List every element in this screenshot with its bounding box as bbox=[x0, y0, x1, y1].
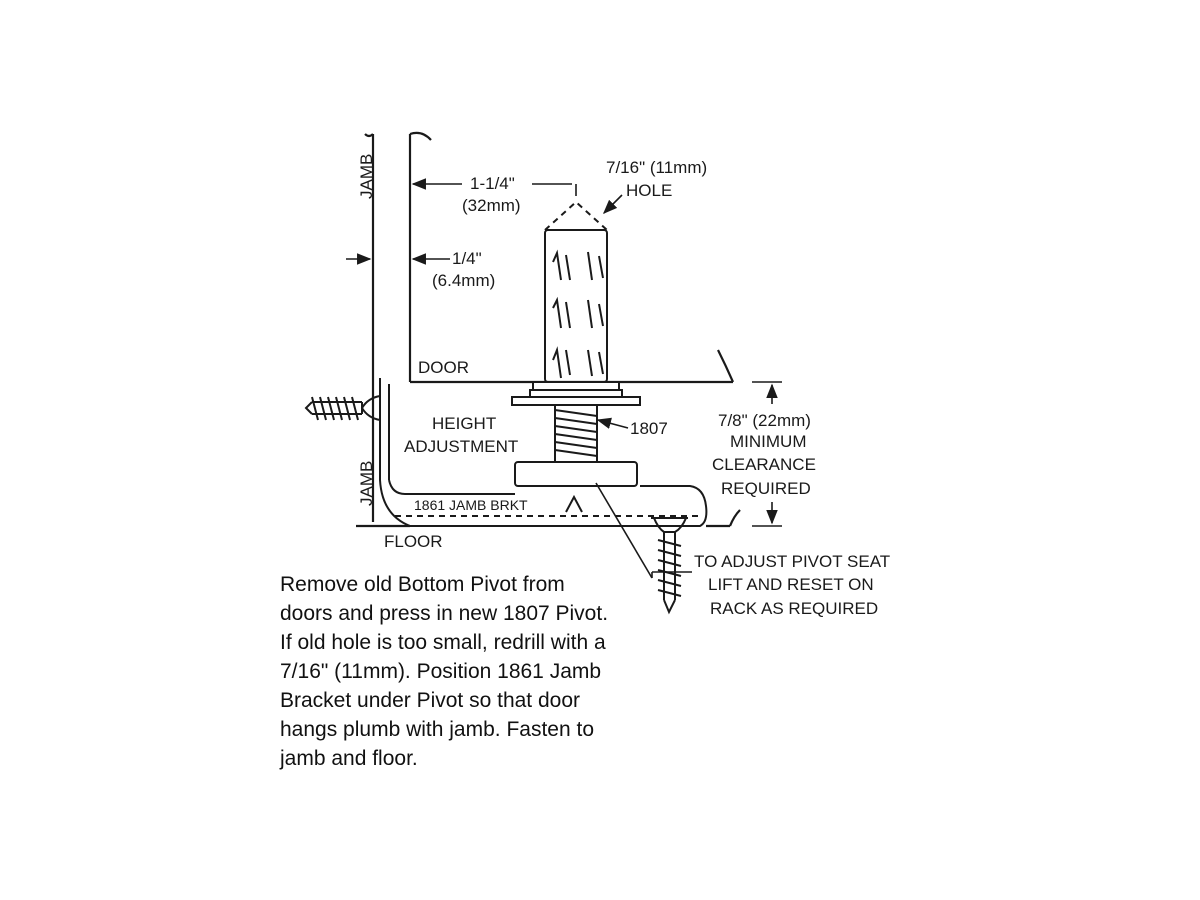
dimension-clearance bbox=[752, 381, 782, 527]
jamb-screw bbox=[304, 395, 381, 421]
clearance-size-label: 7/8" (22mm) bbox=[718, 411, 811, 430]
rack-marker bbox=[565, 494, 583, 513]
door-label: DOOR bbox=[418, 358, 469, 377]
dimension-1-1-4-metric: (32mm) bbox=[462, 196, 521, 215]
dimension-1-1-4-label: 1-1/4" bbox=[470, 174, 515, 193]
dimension-1-4-label: 1/4" bbox=[452, 249, 482, 268]
clearance-minimum-label: MINIMUM bbox=[730, 432, 806, 451]
floor-screw bbox=[651, 517, 688, 615]
hole-size-label: 7/16" (11mm) bbox=[606, 158, 707, 177]
pivot-seat bbox=[514, 461, 638, 487]
bracket-label: 1861 JAMB BRKT bbox=[414, 497, 528, 513]
dimension-1-1-4 bbox=[411, 178, 577, 196]
threaded-stem bbox=[554, 405, 598, 462]
floor-label: FLOOR bbox=[384, 532, 443, 551]
hole-leader bbox=[602, 194, 623, 215]
height-label: HEIGHT bbox=[432, 414, 496, 433]
adjust-label-1: TO ADJUST PIVOT SEAT bbox=[694, 552, 890, 571]
adjustment-label: ADJUSTMENT bbox=[404, 437, 518, 456]
adjust-label-2: LIFT AND RESET ON bbox=[708, 575, 874, 594]
part-1807-leader bbox=[596, 417, 629, 429]
instruction-line: doors and press in new 1807 Pivot. bbox=[280, 602, 609, 625]
clearance-required-label: REQUIRED bbox=[721, 479, 811, 498]
pivot-collar bbox=[511, 381, 641, 406]
pivot-pin bbox=[544, 200, 608, 383]
hole-label: HOLE bbox=[626, 181, 672, 200]
instruction-line: Remove old Bottom Pivot from bbox=[280, 573, 565, 596]
jamb-wall bbox=[364, 133, 375, 522]
adjust-leader bbox=[595, 482, 692, 579]
floor-line bbox=[356, 509, 741, 528]
installation-instructions: Remove old Bottom Pivot from doors and p… bbox=[280, 570, 700, 773]
jamb-label-bottom: JAMB bbox=[357, 461, 376, 506]
instruction-line: 7/16" (11mm). Position 1861 Jamb bbox=[280, 660, 602, 683]
dimension-1-4-metric: (6.4mm) bbox=[432, 271, 495, 290]
instruction-line: hangs plumb with jamb. Fasten to bbox=[280, 718, 594, 741]
instruction-line: If old hole is too small, redrill with a bbox=[280, 631, 606, 654]
adjust-label-3: RACK AS REQUIRED bbox=[710, 599, 878, 618]
part-1807-label: 1807 bbox=[630, 419, 668, 438]
jamb-label-top: JAMB bbox=[357, 154, 376, 199]
clearance-clearance-label: CLEARANCE bbox=[712, 455, 816, 474]
instruction-line: Bracket under Pivot so that door bbox=[280, 689, 580, 712]
instruction-line: jamb and floor. bbox=[280, 747, 418, 770]
jamb-bracket bbox=[379, 378, 708, 527]
